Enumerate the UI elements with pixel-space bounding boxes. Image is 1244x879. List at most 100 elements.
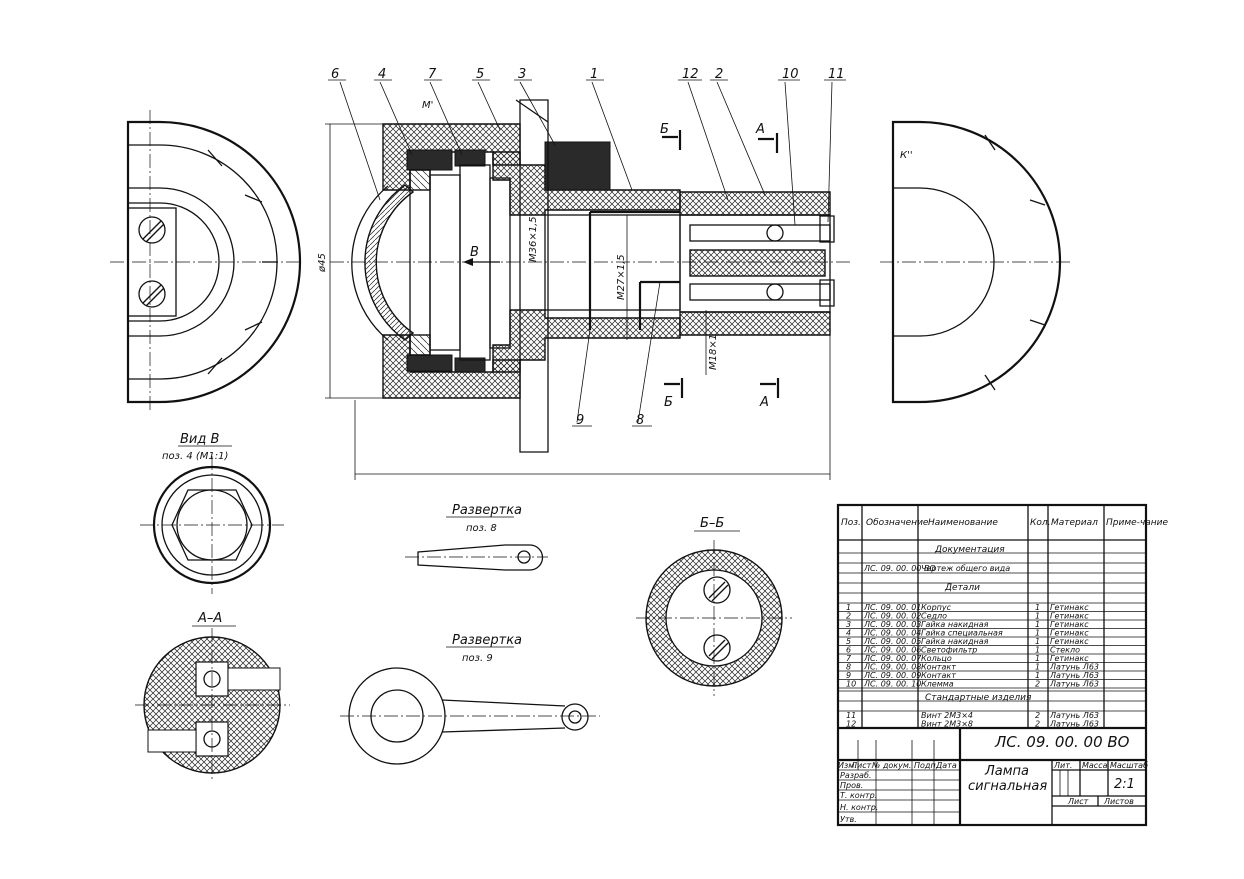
section-aa xyxy=(135,628,290,782)
spec-row-pos: 5 xyxy=(846,637,851,646)
razvertka-9-subtitle: поз. 9 xyxy=(462,653,493,664)
spec-row-pos: 6 xyxy=(846,646,851,655)
seat-lower xyxy=(679,311,831,336)
spec-row-code: ЛС. 09. 00. 01 xyxy=(863,603,921,612)
dim-thread-m27: М27×1,5 xyxy=(616,254,627,300)
spec-row-qty: 1 xyxy=(1035,612,1040,621)
filter-glass xyxy=(364,184,415,341)
tb-role-developer: Разраб. xyxy=(840,771,871,780)
tb-role-checker: Пров. xyxy=(840,781,863,790)
tb-scale-value: 2:1 xyxy=(1114,777,1135,792)
razvertka-8-title: Развертка xyxy=(452,503,522,518)
pos-label-6: 6 xyxy=(331,67,339,82)
view-b-subtitle: поз. 4 (М1:1) xyxy=(162,451,228,462)
section-bb-title: Б–Б xyxy=(700,516,724,531)
seat-upper xyxy=(679,191,831,216)
tb-col-sign: Подп. xyxy=(914,761,938,770)
spec-row-name: Гайка накидная xyxy=(921,620,989,629)
spec-row-name: Контакт xyxy=(921,671,956,680)
tb-role-norm-control: Н. контр. xyxy=(840,803,878,812)
spec-row-name: Контакт xyxy=(921,663,956,672)
pos-label-1: 1 xyxy=(590,67,598,82)
body-lower xyxy=(492,309,681,373)
spec-row-code: ЛС. 09. 00. 09 xyxy=(863,671,921,680)
spec-row-code: ЛС. 09. 00. 10 xyxy=(863,680,921,689)
tb-role-tech-control: Т. контр. xyxy=(840,791,877,800)
spec-row-qty: 1 xyxy=(1035,637,1040,646)
spec-section-standard: Стандартные изделия xyxy=(925,693,1032,703)
spec-row-qty: 1 xyxy=(1035,646,1040,655)
tb-sheets-label: Листов xyxy=(1103,797,1134,806)
title-block xyxy=(838,728,1146,825)
spec-header-name: Наименование xyxy=(928,518,998,528)
tb-sheet-label: Лист xyxy=(1067,797,1089,806)
spec-row-mat: Гетинакс xyxy=(1050,654,1089,663)
tb-col-date: Дата xyxy=(935,761,957,770)
pos-label-7: 7 xyxy=(428,67,437,82)
section-mark-a-bottom: А xyxy=(759,395,769,410)
spec-row-pos: 10 xyxy=(846,680,856,689)
dim-thread-m36: М36×1,5 xyxy=(528,216,539,262)
title-block-name-2: сигнальная xyxy=(968,779,1047,794)
spec-row-mat: Гетинакс xyxy=(1050,603,1089,612)
spec-header-code: Обозначение xyxy=(866,518,929,528)
title-block-name-1: Лампа xyxy=(984,764,1029,779)
dim-diameter: ø45 xyxy=(317,253,328,273)
spec-row-pos: 2 xyxy=(846,612,851,621)
spec-std-pos: 11 xyxy=(846,711,856,720)
spec-row-name: Корпус xyxy=(921,603,952,612)
spec-std-name: Винт 2М3×4 xyxy=(921,711,973,720)
section-mark-a-top: А xyxy=(755,122,765,137)
tb-col-doc: № докум. xyxy=(871,761,911,770)
spec-row-pos: 1 xyxy=(846,603,851,612)
mark-m: М' xyxy=(422,100,433,111)
razvertka-9-title: Развертка xyxy=(452,633,522,648)
spec-row-qty: 1 xyxy=(1035,671,1040,680)
spec-std-material: Латунь Л63 xyxy=(1049,720,1099,729)
spec-row-code: ЛС. 09. 00. 06 xyxy=(863,646,921,655)
spec-row-code: ЛС. 09. 00. 04 xyxy=(863,629,921,638)
spec-row-code: ЛС. 09. 00. 03 xyxy=(863,620,921,629)
spec-row-name: Гайка специальная xyxy=(921,629,1003,638)
spec-std-qty: 2 xyxy=(1035,720,1040,729)
pos-label-9: 9 xyxy=(576,413,584,428)
section-bb xyxy=(636,540,792,696)
spec-row-pos: 7 xyxy=(846,654,852,663)
tb-col-izm: Изм. xyxy=(838,761,857,770)
spec-row-name: Кольцо xyxy=(921,654,952,663)
spec-row-mat: Стекло xyxy=(1050,646,1080,655)
pos-label-8: 8 xyxy=(636,413,644,428)
title-block-code: ЛС. 09. 00. 00 ВО xyxy=(994,733,1130,751)
position-labels: 6 4 7 5 3 1 12 2 10 11 9 8 В ø45 М36×1,5… xyxy=(317,67,913,428)
spec-row-name: Гайка накидная xyxy=(921,637,989,646)
spec-doc-code: ЛС. 09. 00. 00 ВО xyxy=(863,564,936,573)
spec-header-note: Приме-чание xyxy=(1106,518,1168,528)
spec-row-name: Седло xyxy=(921,612,947,621)
spec-row-pos: 3 xyxy=(846,620,851,629)
spec-row-mat: Латунь Л63 xyxy=(1049,671,1099,680)
tb-scale-label: Масштаб xyxy=(1110,761,1148,770)
spec-std-pos: 12 xyxy=(846,720,856,729)
mark-k: К'' xyxy=(900,150,913,161)
spec-row-qty: 1 xyxy=(1035,663,1040,672)
spec-row-qty: 1 xyxy=(1035,629,1040,638)
spec-row-mat: Гетинакс xyxy=(1050,637,1089,646)
right-end-view xyxy=(880,120,1070,404)
pos-label-12: 12 xyxy=(682,67,699,82)
spec-header-qty: Кол. xyxy=(1030,518,1051,528)
spec-std-qty: 2 xyxy=(1035,711,1040,720)
view-b xyxy=(140,456,284,594)
spec-std-name: Винт 2М3×8 xyxy=(921,720,973,729)
pos-label-11: 11 xyxy=(828,67,845,82)
spec-header-pos: Поз. xyxy=(841,518,861,528)
spec-row-mat: Гетинакс xyxy=(1050,612,1089,621)
left-end-view xyxy=(110,110,302,412)
spec-row-code: ЛС. 09. 00. 05 xyxy=(863,637,921,646)
spec-row-qty: 1 xyxy=(1035,620,1040,629)
spec-row-pos: 4 xyxy=(846,629,851,638)
spec-row-mat: Гетинакс xyxy=(1050,620,1089,629)
spec-doc-name: Чертеж общего вида xyxy=(921,564,1010,573)
tb-col-list: Лист xyxy=(850,761,872,770)
